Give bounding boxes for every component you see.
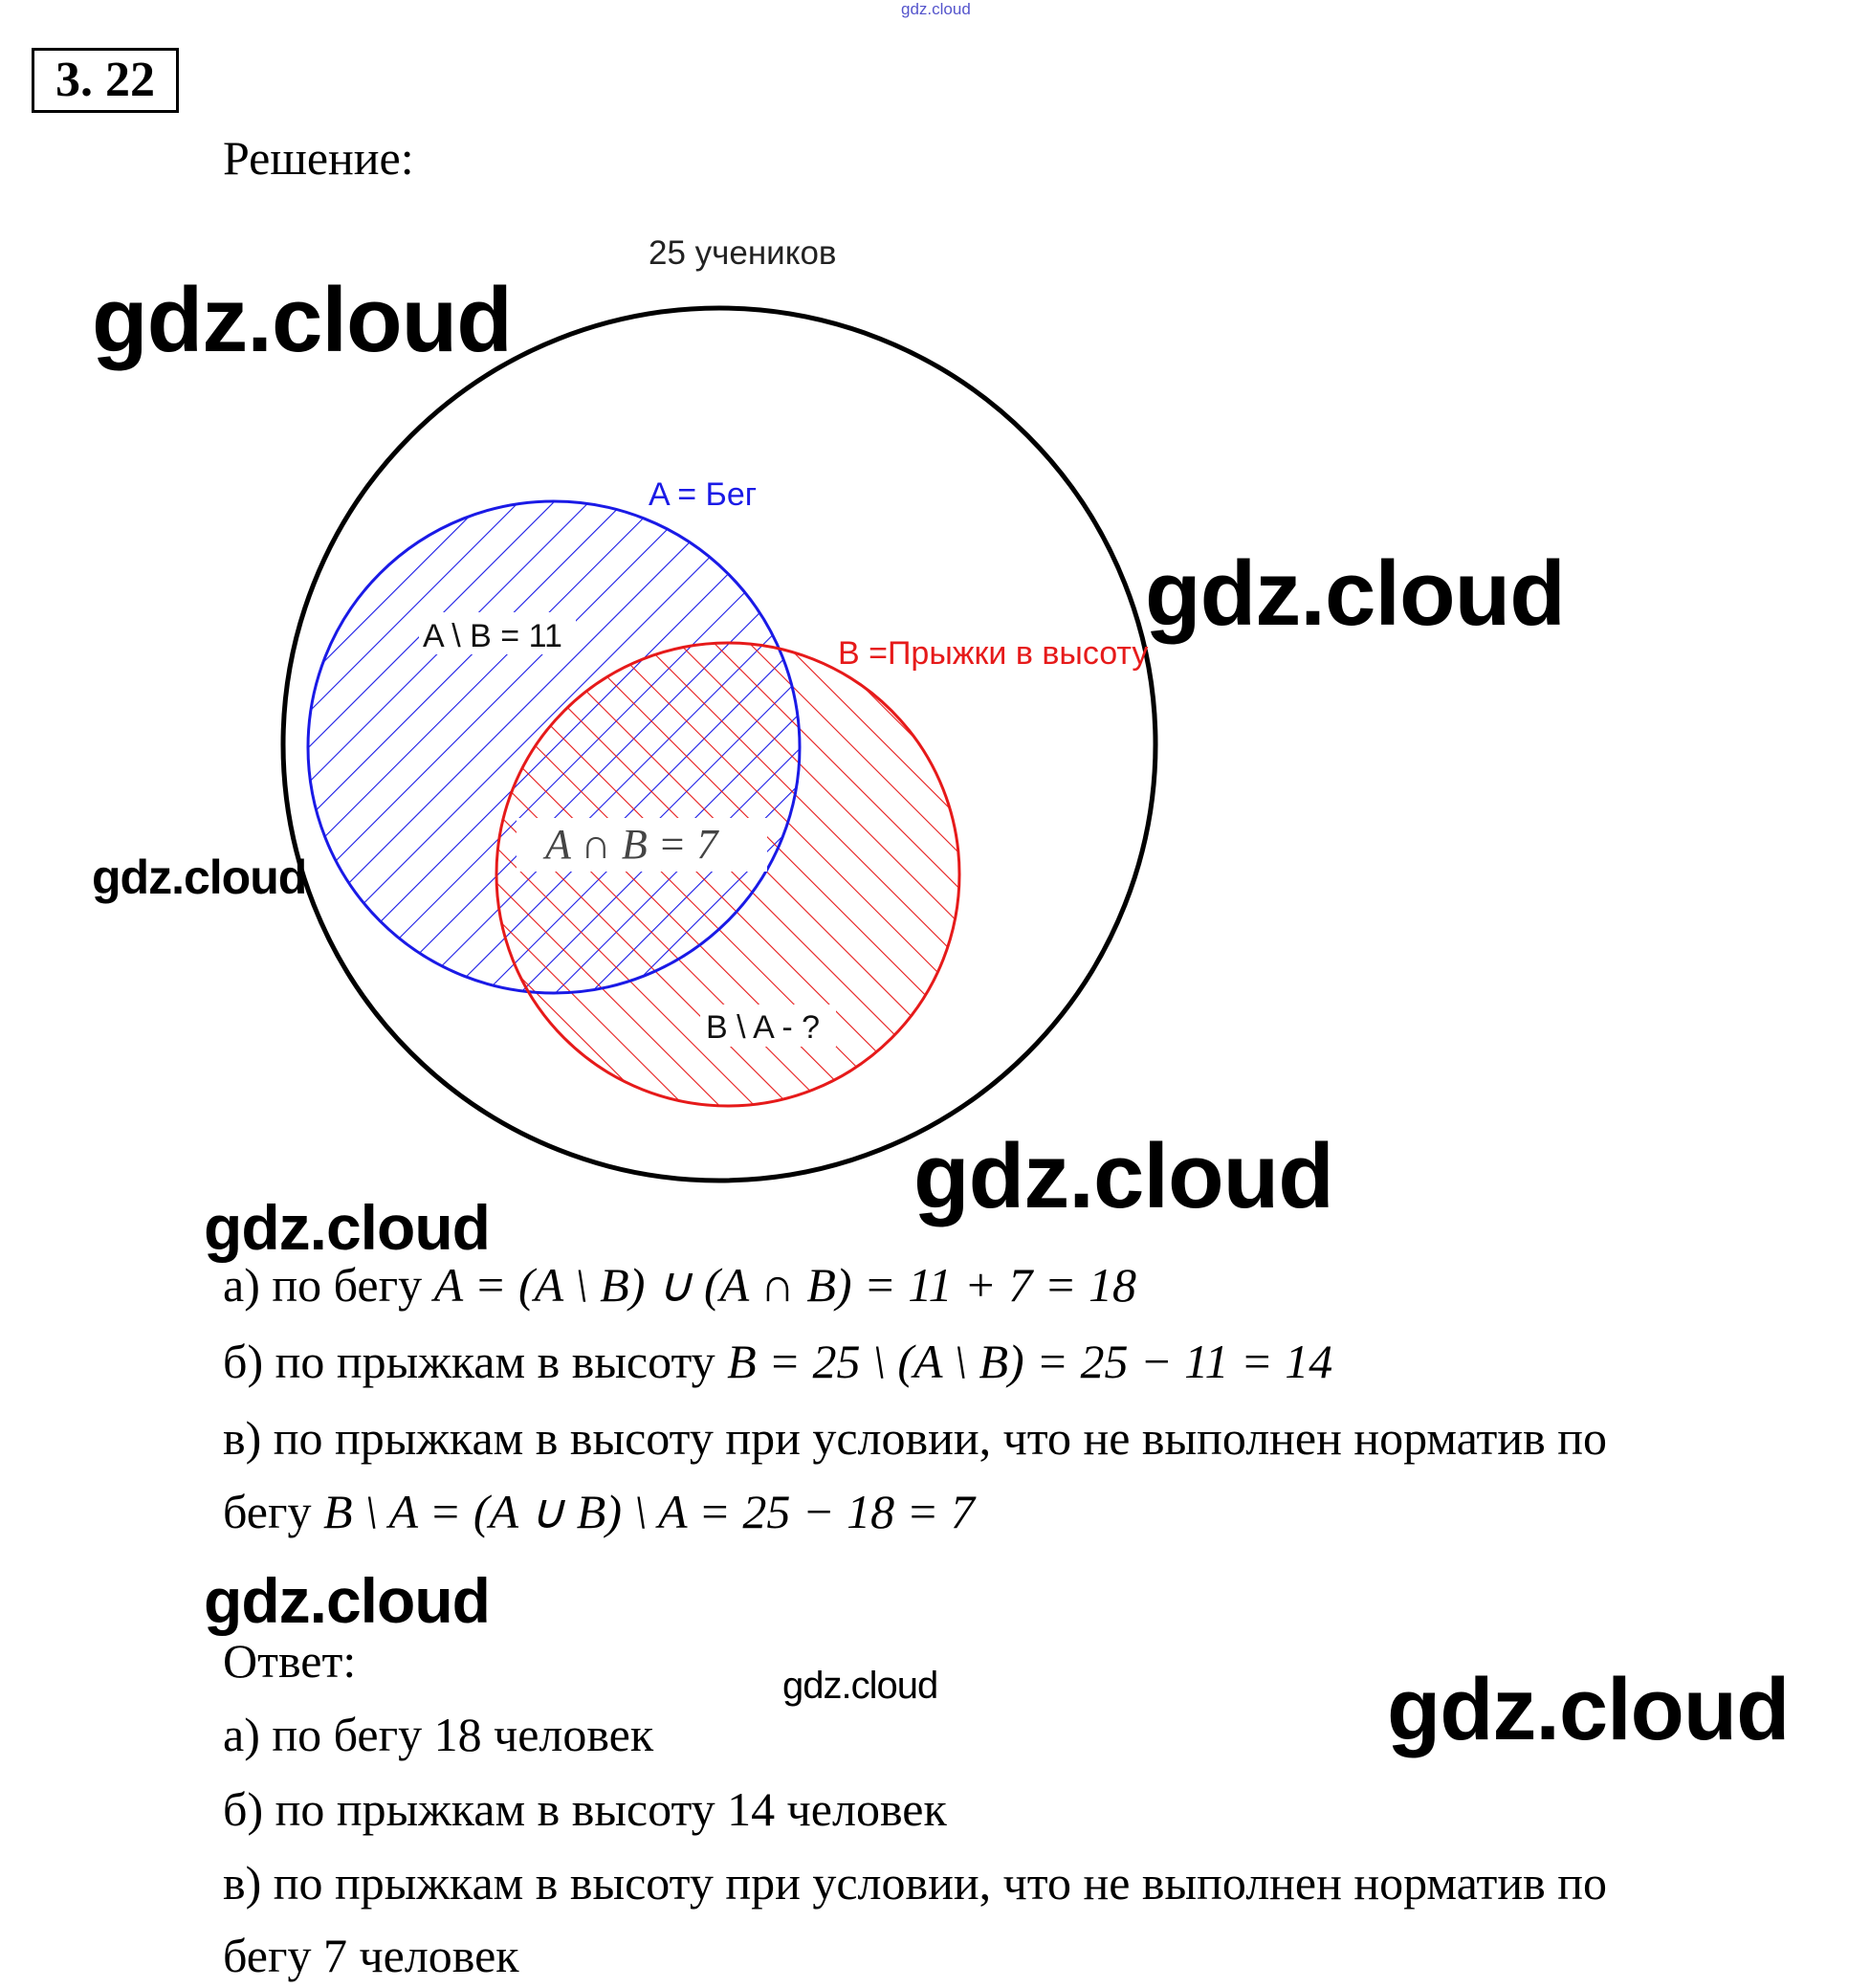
answer-line: бегу 7 человек [223,1929,519,1982]
set-a-circle [306,499,802,995]
venn-diagram: 25 учеников A = Бег B =Прыжки в высоту A… [280,234,1158,1183]
answer-heading: Ответ: [223,1634,357,1688]
intersection-label: A ∩ B = 7 [542,821,719,868]
solution-line-b: б) по прыжкам в высоту B = 25 \ (A \ B) … [223,1337,1332,1385]
formula: B \ A = (A ∪ B) \ A = 25 − 18 = 7 [322,1485,975,1538]
watermark: gdz.cloud [1145,542,1566,645]
formula: A = (A \ B) ∪ (A ∩ B) = 11 + 7 = 18 [433,1258,1137,1312]
watermark: gdz.cloud [913,1125,1334,1227]
answer-line: б) по прыжкам в высоту 14 человек [223,1782,947,1836]
solution-line-c: в) по прыжкам в высоту при условии, что … [223,1414,1607,1462]
problem-number: 3. 22 [32,48,179,113]
formula: B = 25 \ (A \ B) = 25 − 11 = 14 [727,1335,1333,1388]
watermark: gdz.cloud [92,269,513,371]
watermark: gdz.cloud [1387,1661,1790,1758]
a-minus-b-label: A \ B = 11 [423,618,562,654]
line-text: б) по прыжкам в высоту [223,1335,728,1388]
line-text: в) по прыжкам в высоту при условии, что … [223,1411,1608,1465]
answer-line: в) по прыжкам в высоту при условии, что … [223,1856,1608,1910]
universe-circle [280,305,1158,1183]
set-b-circle [495,641,961,1108]
watermark: gdz.cloud [204,1192,491,1263]
watermark: gdz.cloud [92,850,307,904]
answer-line: а) по бегу 18 человек [223,1708,654,1761]
header-watermark: gdz.cloud [901,0,971,18]
solution-heading: Решение: [223,131,414,185]
line-text: бегу [223,1485,323,1538]
b-minus-a-label: B \ A - ? [706,1009,820,1046]
solution-line-a: а) по бегу A = (A \ B) ∪ (A ∩ B) = 11 + … [223,1261,1136,1309]
watermark: gdz.cloud [204,1565,491,1636]
watermark: gdz.cloud [782,1665,938,1707]
solution-line-c-cont: бегу B \ A = (A ∪ B) \ A = 25 − 18 = 7 [223,1488,975,1535]
universe-label: 25 учеников [649,234,837,272]
set-b-label: B =Прыжки в высоту [838,635,1148,672]
set-a-label: A = Бег [649,476,757,513]
line-text: а) по бегу [223,1258,434,1312]
set-b-hatch [496,643,959,1106]
